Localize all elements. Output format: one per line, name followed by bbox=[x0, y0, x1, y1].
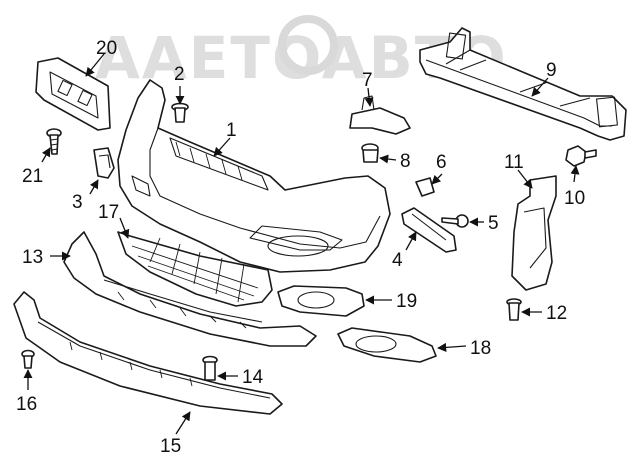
part-bolt-14 bbox=[202, 355, 218, 381]
leader-18 bbox=[437, 342, 467, 352]
part-bracket-3 bbox=[93, 147, 115, 179]
part-bolt-16 bbox=[21, 349, 35, 369]
callout-12: 12 bbox=[546, 303, 567, 324]
callout-17: 17 bbox=[98, 202, 119, 223]
part-bracket-7 bbox=[349, 95, 411, 135]
leader-17 bbox=[119, 217, 130, 239]
part-lower-grille bbox=[117, 231, 273, 307]
callout-4: 4 bbox=[392, 250, 403, 271]
part-clip-6 bbox=[415, 177, 435, 197]
leader-20 bbox=[85, 53, 105, 77]
leader-3 bbox=[89, 179, 99, 195]
part-lip-spoiler bbox=[13, 291, 283, 415]
leader-7 bbox=[364, 87, 374, 107]
part-bolt-12 bbox=[506, 298, 522, 321]
callout-labels: 20 2 1 7 9 21 8 6 11 3 10 17 5 4 13 19 1… bbox=[16, 38, 585, 457]
leader-4 bbox=[405, 231, 417, 251]
leader-lines bbox=[23, 53, 580, 435]
leader-9 bbox=[531, 77, 549, 97]
part-clip-2 bbox=[171, 102, 189, 123]
part-side-support-11 bbox=[511, 175, 557, 291]
callout-5: 5 bbox=[488, 213, 499, 234]
part-lower-cover bbox=[63, 231, 317, 347]
callout-13: 13 bbox=[22, 247, 43, 268]
callout-18: 18 bbox=[470, 338, 491, 359]
part-fog-bezel-18 bbox=[337, 327, 437, 363]
callout-21: 21 bbox=[22, 166, 43, 187]
callout-8: 8 bbox=[400, 151, 411, 172]
leader-21 bbox=[41, 147, 51, 163]
callout-7: 7 bbox=[362, 70, 373, 91]
leader-11 bbox=[517, 169, 533, 189]
part-bumper-cover bbox=[117, 79, 391, 273]
callout-6: 6 bbox=[436, 152, 447, 173]
part-clip-8 bbox=[361, 143, 379, 163]
callout-16: 16 bbox=[16, 394, 37, 415]
callout-19: 19 bbox=[396, 291, 417, 312]
leader-8 bbox=[379, 154, 397, 164]
part-screw-5 bbox=[441, 214, 469, 228]
part-screw-21 bbox=[46, 128, 62, 155]
callout-3: 3 bbox=[72, 192, 83, 213]
part-side-bracket-4 bbox=[401, 207, 457, 253]
callout-14: 14 bbox=[242, 367, 264, 388]
part-fog-bezel-19 bbox=[277, 285, 365, 317]
callout-1: 1 bbox=[226, 120, 237, 141]
leader-6 bbox=[431, 173, 443, 185]
part-bumper-beam bbox=[419, 27, 627, 141]
callout-11: 11 bbox=[504, 152, 524, 173]
callout-10: 10 bbox=[564, 188, 585, 209]
callout-15: 15 bbox=[160, 436, 181, 457]
leader-10 bbox=[570, 165, 580, 183]
leader-15 bbox=[175, 411, 191, 435]
callout-20: 20 bbox=[96, 38, 117, 59]
leader-1 bbox=[213, 137, 231, 157]
callout-2: 2 bbox=[174, 64, 185, 85]
part-bolt-10 bbox=[565, 145, 597, 167]
callout-9: 9 bbox=[546, 60, 557, 81]
part-license-bracket bbox=[35, 57, 111, 131]
